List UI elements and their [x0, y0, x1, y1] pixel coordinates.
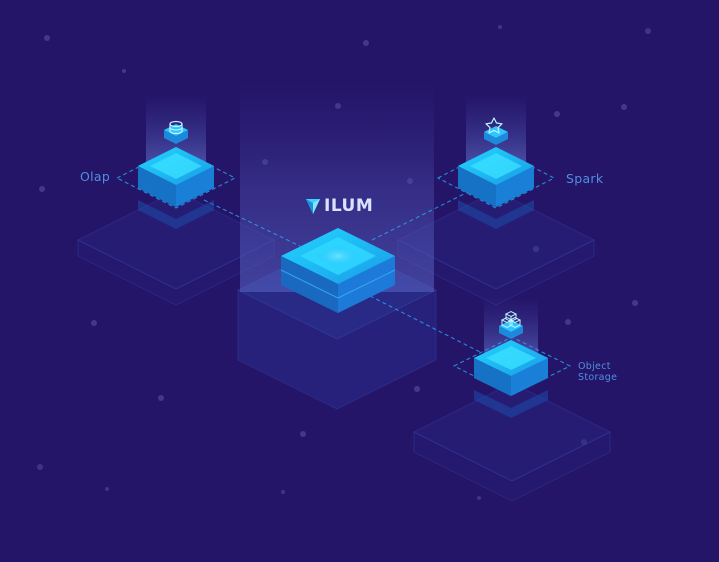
- ilum-logo: ILUM: [305, 196, 373, 216]
- object-storage-label: Object Storage: [578, 361, 617, 383]
- ilum-logo-text: ILUM: [324, 196, 374, 216]
- object-storage-label-line2: Storage: [578, 372, 618, 383]
- olap-label: Olap: [80, 169, 111, 184]
- cubes-icon: [499, 310, 523, 339]
- database-icon: [164, 120, 188, 144]
- spark-node: [458, 147, 534, 229]
- ilum-core-node: [280, 228, 396, 313]
- object-storage-node: [474, 340, 548, 418]
- olap-node: [138, 147, 214, 229]
- ilum-logo-icon: [306, 199, 320, 214]
- spark-star-icon: [484, 117, 508, 145]
- object-storage-label-line1: Object: [578, 361, 611, 372]
- spark-label: Spark: [566, 171, 604, 186]
